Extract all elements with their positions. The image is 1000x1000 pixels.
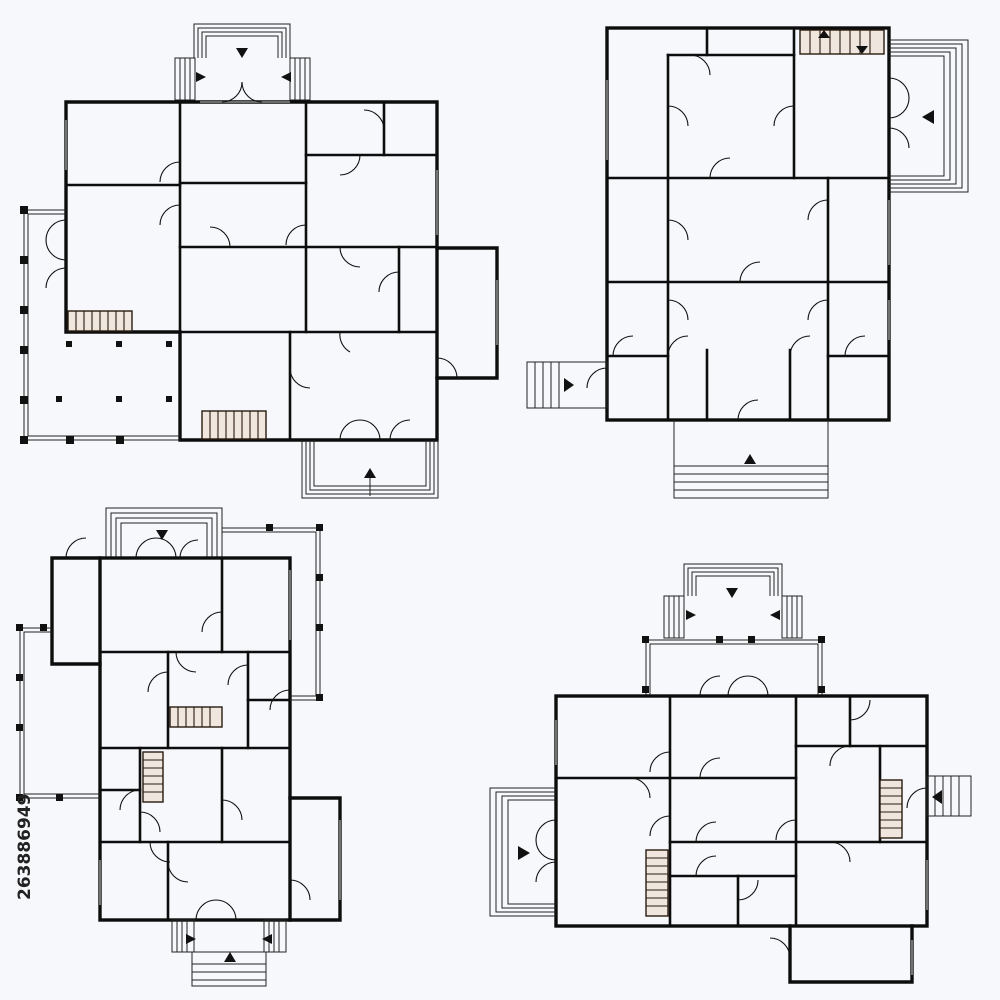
plan1-top-steps xyxy=(174,23,311,101)
floor-plan-3 xyxy=(16,507,342,987)
plan2-bottom-steps xyxy=(673,420,829,499)
plan4-top-steps xyxy=(663,563,803,639)
plan1-doors xyxy=(45,81,458,441)
plan3-veranda xyxy=(16,524,323,801)
plan2-left-steps xyxy=(526,361,608,409)
plan4-right-steps xyxy=(926,775,972,817)
floor-plan-4 xyxy=(489,563,972,984)
plan3-doors xyxy=(65,537,311,921)
plan2-right-steps xyxy=(889,39,969,193)
plan2-stairs xyxy=(799,29,885,55)
floor-plan-1 xyxy=(20,23,499,499)
plan1-stairs xyxy=(67,310,267,440)
plan4-left-steps xyxy=(489,787,556,917)
plan2-doors xyxy=(586,54,910,421)
plan1-veranda xyxy=(20,206,180,444)
plan3-walls xyxy=(50,556,342,922)
plan4-doors xyxy=(535,675,928,959)
plan3-stairs xyxy=(142,706,223,803)
floor-plan-2 xyxy=(526,26,969,499)
plan4-stairs xyxy=(645,779,903,917)
stock-id-text: 263886949 xyxy=(15,794,35,900)
plan3-top-steps xyxy=(105,507,223,558)
plan1-walls xyxy=(64,100,499,442)
plan3-bottom-steps xyxy=(171,919,287,987)
plan4-porch xyxy=(642,636,825,696)
plan2-walls xyxy=(605,26,891,422)
plan1-bottom-steps xyxy=(301,440,439,499)
plan4-walls xyxy=(554,694,929,984)
